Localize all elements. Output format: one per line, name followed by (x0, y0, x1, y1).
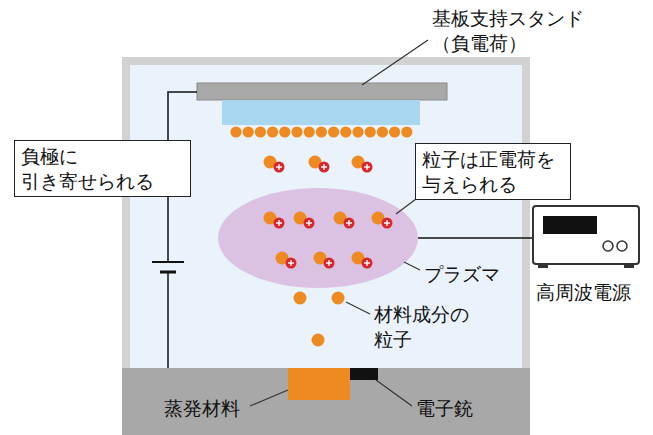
particle (377, 126, 388, 137)
positive-charge (274, 162, 285, 173)
particle (267, 126, 278, 137)
substrate (222, 100, 420, 125)
positive-charge (382, 218, 393, 229)
part-label: 基板支持スタンド （負電荷） (432, 6, 600, 55)
positive-charge (344, 218, 355, 229)
positive-charge (362, 258, 373, 269)
leader-line (250, 390, 288, 406)
particle (312, 334, 325, 347)
callout-text: 粒子は正電荷を 与えられる (422, 147, 564, 196)
leader-line (362, 40, 428, 85)
plus-sign (366, 164, 367, 170)
leader-line (404, 262, 420, 270)
callout-box: 粒子は正電荷を 与えられる (415, 143, 571, 200)
callout-box: 負極に 引き寄せられる (14, 140, 191, 197)
positive-charge (362, 162, 373, 173)
particle (352, 126, 363, 137)
plasma (218, 188, 418, 288)
particle (230, 126, 241, 137)
part-label: 材料成分の 粒子 (374, 302, 484, 351)
rf-power-supply (533, 206, 639, 264)
positive-charge (286, 258, 297, 269)
particle (243, 126, 254, 137)
particle (389, 126, 400, 137)
particle (340, 126, 351, 137)
chamber-wall (126, 61, 526, 373)
plus-sign (348, 220, 349, 226)
part-label: 蒸発材料 (164, 396, 254, 421)
plus-sign (386, 220, 387, 226)
particle (304, 126, 315, 137)
power-supply-knob (617, 241, 627, 251)
part-label: プラズマ (424, 262, 524, 287)
plus-sign (278, 220, 279, 226)
particle (291, 126, 302, 137)
particle (255, 126, 266, 137)
plus-sign (308, 220, 309, 226)
wire (418, 237, 533, 239)
electron-gun (350, 368, 378, 380)
power-supply-foot (624, 264, 634, 268)
callout-text: 負極に 引き寄せられる (21, 144, 184, 193)
positive-charge (304, 218, 315, 229)
plus-sign (278, 164, 279, 170)
particle (316, 126, 327, 137)
power-supply-knob (603, 241, 613, 251)
positive-charge (324, 258, 335, 269)
particle (365, 126, 376, 137)
part-label: 高周波電源 (536, 280, 646, 305)
particle (332, 292, 345, 305)
positive-charge (319, 162, 330, 173)
deposited-particles (230, 126, 412, 137)
particle (328, 126, 339, 137)
power-supply-display (543, 216, 597, 234)
plus-sign (323, 164, 324, 170)
particle (401, 126, 412, 137)
leader-line (346, 302, 370, 314)
substrate-holder (197, 83, 447, 100)
particle (279, 126, 290, 137)
particle (294, 292, 307, 305)
evaporation-material (288, 368, 350, 400)
plus-sign (290, 260, 291, 266)
particles (264, 156, 393, 347)
part-label: 電子銃 (416, 396, 496, 421)
wire (167, 272, 169, 368)
plus-sign (366, 260, 367, 266)
positive-charge (274, 218, 285, 229)
chamber-base (122, 368, 530, 435)
battery-symbol (152, 261, 184, 263)
plus-sign (328, 260, 329, 266)
power-supply-foot (538, 264, 548, 268)
leader-line (376, 380, 412, 406)
